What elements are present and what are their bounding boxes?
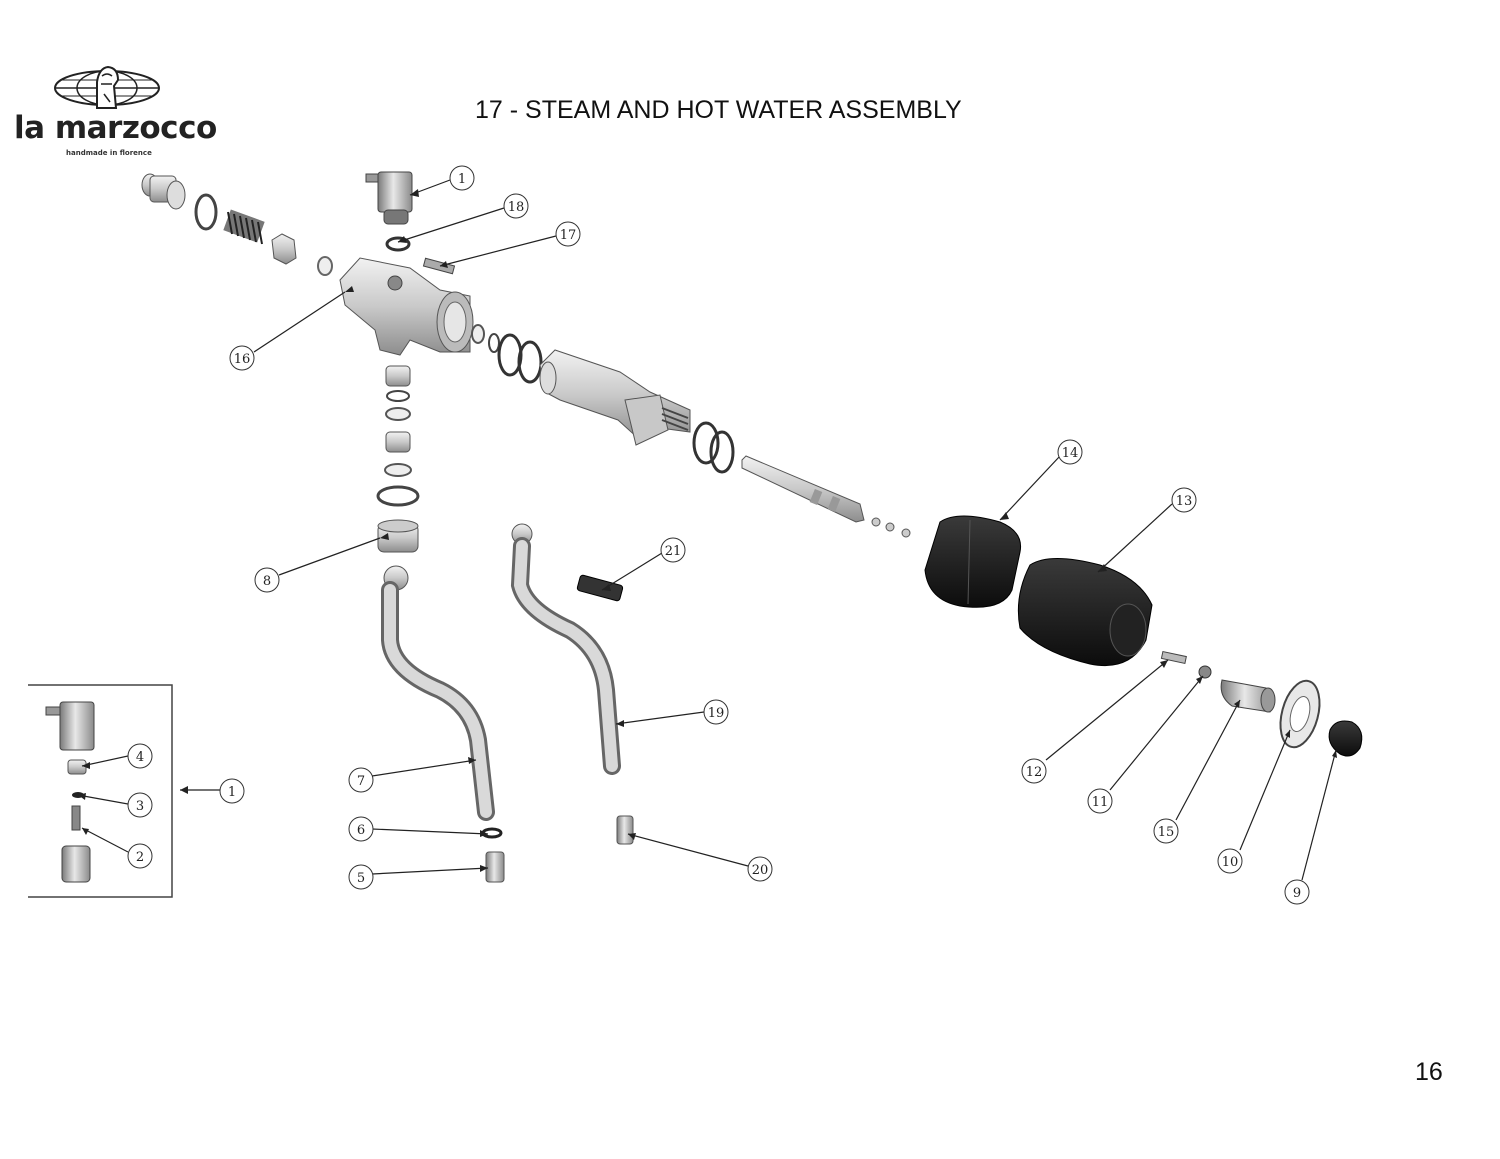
tip-part [485,851,505,883]
nut-part [271,233,297,265]
svg-text:10: 10 [1222,855,1239,870]
callout-11: 11 [1087,788,1113,814]
washer-part [885,522,895,532]
o-ring-part [692,421,720,465]
callout-7: 7 [348,767,374,793]
svg-text:1: 1 [458,172,466,187]
page-title: 17 - STEAM AND HOT WATER ASSEMBLY [475,96,962,124]
bushing-part [1220,679,1276,713]
callout-5: 5 [348,864,374,890]
svg-text:8: 8 [263,574,271,589]
washer-part [901,528,911,538]
svg-text:2: 2 [136,850,144,865]
arrowheads [78,189,1337,872]
flange-plate-part [1279,679,1321,749]
callout-9: 9 [1284,879,1310,905]
knob-body-part [1017,558,1153,667]
callout-19: 19 [703,699,729,725]
washer-part [317,256,333,276]
svg-text:19: 19 [708,706,725,721]
o-ring-part [385,236,411,252]
callout-16: 16 [229,345,255,371]
svg-text:3: 3 [136,799,144,814]
callout-20: 20 [747,856,773,882]
callout-12: 12 [1021,758,1047,784]
washer-part [871,517,881,527]
svg-text:11: 11 [1092,795,1109,810]
callout-3: 3 [127,792,153,818]
svg-text:21: 21 [665,544,682,559]
callout-8: 8 [254,567,280,593]
valve-body-part [339,257,474,356]
spindle-part [741,455,865,523]
svg-text:12: 12 [1026,765,1043,780]
tip-part [616,815,634,845]
knob-collar-part [924,515,1022,608]
o-ring-part [517,340,543,384]
svg-text:4: 4 [136,750,144,765]
fitting-part [141,173,186,210]
svg-text:1: 1 [228,785,236,800]
washer-part [471,324,485,344]
callout-10: 10 [1217,848,1243,874]
callout-17: 17 [555,221,581,247]
svg-text:17: 17 [560,228,577,243]
callout-15: 15 [1153,818,1179,844]
callout-1: 1 [449,165,475,191]
adapter-part [377,519,419,553]
svg-text:15: 15 [1158,825,1175,840]
o-ring-part [497,333,523,377]
cartridge-part [539,349,691,446]
callout-13: 13 [1171,487,1197,513]
insert-part [576,574,624,602]
callout-18: 18 [503,193,529,219]
nut-part [1198,665,1212,679]
svg-text:7: 7 [357,774,365,789]
svg-text:16: 16 [234,352,251,367]
spring-part [223,209,265,245]
hot-water-wand-part [510,523,621,775]
callout-21: 21 [660,537,686,563]
o-ring-part [194,193,218,231]
o-ring-part [709,430,735,474]
leader-lines [77,179,1337,881]
svg-text:14: 14 [1062,446,1079,461]
inset-detail-box [28,684,173,898]
svg-text:20: 20 [752,863,769,878]
steam-wand-part [381,565,495,821]
pin-part [422,257,456,275]
callout-2: 2 [127,843,153,869]
end-cap-part [1328,720,1363,757]
svg-text:5: 5 [357,871,365,886]
callout-14: 14 [1057,439,1083,465]
o-ring-part [488,333,500,353]
valve-cap-part [365,171,413,225]
globe-lion-icon [54,65,160,109]
callout-1-inset: 1 [219,778,245,804]
svg-text:18: 18 [508,200,525,215]
screw-part [1160,650,1187,665]
brand-tagline: handmade in florence [66,149,152,157]
svg-text:6: 6 [357,823,365,838]
callout-4: 4 [127,743,153,769]
callout-6: 6 [348,816,374,842]
seal-stack-part [376,365,420,507]
page-number: 16 [1415,1058,1443,1086]
svg-text:13: 13 [1176,494,1193,509]
svg-text:9: 9 [1293,886,1301,901]
brand-name: la marzocco [14,110,217,146]
